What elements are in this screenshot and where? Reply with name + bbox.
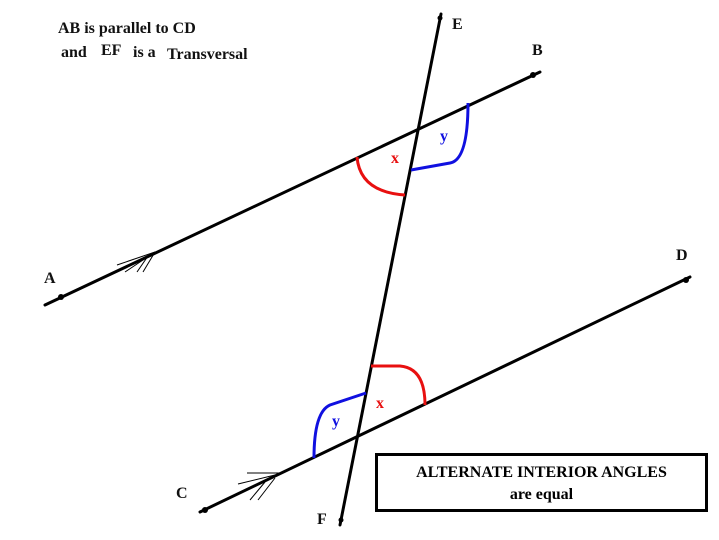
angle-y-bottom-label: y [332,413,340,430]
caption-transversal: Transversal [167,46,248,63]
line-ab [43,70,542,307]
point-d [683,277,689,283]
angle-x-bottom-arc [371,364,427,406]
line-cd [198,275,692,514]
point-b [530,72,536,78]
label-f: F [317,511,327,528]
angle-x-top-arc [355,156,406,197]
caption-is-a: is a [133,44,156,61]
label-e: E [452,16,463,33]
angle-y-bottom-arc [312,391,367,459]
point-e [437,15,443,21]
angle-x-top-label: x [391,150,399,167]
conclusion-box: ALTERNATE INTERIOR ANGLES are equal [375,453,708,512]
caption-line-1: AB is parallel to CD [58,20,196,37]
angle-y-top-label: y [440,128,448,145]
parallel-marker-cd [237,472,280,501]
line-ef [338,12,443,527]
label-d: D [676,247,688,264]
conclusion-line-1: ALTERNATE INTERIOR ANGLES [416,464,667,481]
caption-ef: EF [101,42,122,59]
caption-and: and [61,44,87,61]
point-c [202,507,208,513]
point-f [338,517,344,523]
angle-x-bottom-label: x [376,395,384,412]
point-a [58,294,64,300]
parallel-marker-ab [116,251,156,273]
label-a: A [44,270,56,287]
angle-y-top-arc [410,102,470,172]
label-c: C [176,485,188,502]
label-b: B [532,42,543,59]
conclusion-line-2: are equal [509,486,574,503]
